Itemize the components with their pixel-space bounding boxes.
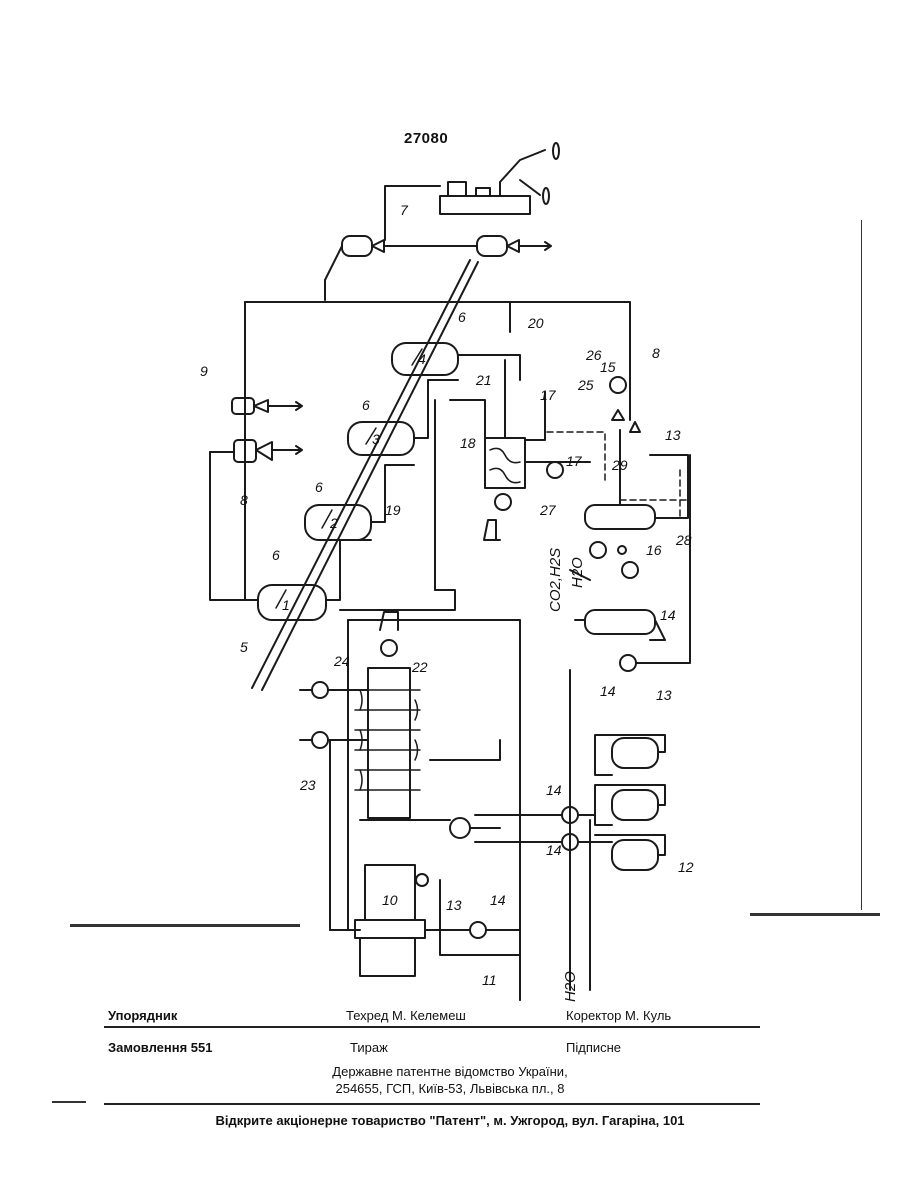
callout-25: 25 [577, 377, 594, 393]
callout-19: 19 [385, 502, 401, 518]
pump-14-bottom [470, 922, 486, 938]
feed-line [252, 260, 470, 688]
callout-21: 21 [475, 372, 492, 388]
reactor-3 [348, 422, 414, 455]
stream-water-vapor-label: H2O [569, 557, 586, 588]
reactor-1 [258, 585, 326, 620]
callout-22: 22 [411, 659, 428, 675]
valve-23 [312, 732, 328, 748]
callout-28: 28 [675, 532, 692, 548]
imprint-office-line1: Державне патентне відомство України, [0, 1063, 900, 1080]
cyclone-pair [325, 236, 548, 300]
recuperator-22 [355, 612, 420, 818]
imprint-printer: Відкрите акціонерне товариство "Патент",… [0, 1113, 900, 1128]
exchanger-18 [484, 438, 525, 540]
scan-edge-line [861, 220, 862, 910]
pump-15 [610, 377, 626, 393]
scan-mark-left [70, 924, 300, 927]
imprint-compiler: Упорядник [108, 1008, 177, 1023]
callout-29: 29 [611, 457, 628, 473]
callout-14e: 14 [660, 607, 676, 623]
callout-12: 12 [678, 859, 694, 875]
storage-tanks-12 [595, 735, 665, 870]
mixer [450, 818, 470, 838]
callout-6c: 6 [362, 397, 370, 413]
callout-17b: 17 [566, 453, 583, 469]
callout-15: 15 [600, 359, 616, 375]
callout-5: 5 [240, 639, 248, 655]
callout-13a: 13 [665, 427, 681, 443]
callout-1: 1 [282, 597, 290, 613]
scan-mark-right [750, 913, 880, 916]
imprint-proofreader: Коректор М. Куль [566, 1008, 671, 1023]
callout-8-left: 8 [240, 492, 248, 508]
callout-13c: 13 [446, 897, 462, 913]
callout-18: 18 [460, 435, 476, 451]
imprint-subscription: Підписне [566, 1040, 621, 1055]
callout-14c: 14 [546, 842, 562, 858]
callout-20: 20 [527, 315, 544, 331]
stream-water-inlet-label: H2O [562, 971, 579, 1002]
header-line [245, 302, 630, 420]
reactor-2 [305, 505, 371, 540]
callout-10: 10 [382, 892, 398, 908]
scan-mark-left-lower [52, 1101, 86, 1103]
callout-13b: 13 [656, 687, 672, 703]
callout-14d: 14 [490, 892, 506, 908]
callout-27: 27 [539, 502, 557, 518]
imprint-circulation: Тираж [350, 1040, 388, 1055]
pump-14-top [620, 655, 636, 671]
imprint-order: Замовлення 551 [108, 1040, 213, 1055]
callout-6a: 6 [272, 547, 280, 563]
imprint-office-line2: 254655, ГСП, Київ-53, Львівська пл., 8 [0, 1080, 900, 1097]
callout-16: 16 [646, 542, 662, 558]
absorber-column [585, 505, 655, 634]
callout-24: 24 [333, 653, 350, 669]
callout-6b: 6 [315, 479, 323, 495]
callout-11: 11 [482, 972, 497, 988]
conveyor-unit [385, 143, 559, 240]
separator-9 [210, 398, 300, 600]
imprint-tech-editor: Техред М. Келемеш [346, 1008, 466, 1023]
callout-14a: 14 [600, 683, 616, 699]
callout-3: 3 [372, 431, 380, 447]
callout-17a: 17 [540, 387, 557, 403]
callout-23: 23 [299, 777, 316, 793]
callout-9: 9 [200, 363, 208, 379]
furnace-10 [330, 740, 428, 976]
imprint-divider-bottom [104, 1103, 760, 1105]
callout-2: 2 [329, 515, 338, 531]
callout-7: 7 [400, 202, 409, 218]
stream-gases-label: CO2,H2S [547, 548, 564, 612]
callout-8-right: 8 [652, 345, 660, 361]
callout-4: 4 [418, 351, 426, 367]
valve-24 [312, 682, 328, 698]
callout-26: 26 [585, 347, 602, 363]
valve-27 [547, 462, 563, 478]
imprint-divider-top [104, 1026, 760, 1028]
callout-14b: 14 [546, 782, 562, 798]
callout-6d: 6 [458, 309, 466, 325]
